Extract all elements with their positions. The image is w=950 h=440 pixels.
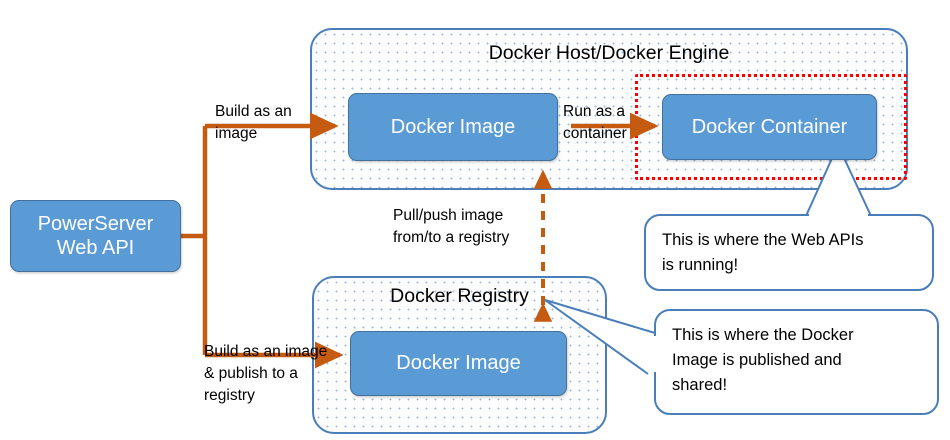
powerserver-trunk [181, 126, 208, 355]
docker-container-label: Docker Container [691, 115, 848, 138]
label-build-and-publish: Build as an image & publish to a registr… [204, 343, 328, 404]
callout-image-published: This is where the Docker Image is publis… [654, 309, 939, 415]
group-docker-registry-title: Docker Registry [390, 285, 529, 307]
powerserver-label-line2: Web API [56, 237, 135, 259]
powerserver-label-line1: PowerServer [37, 212, 154, 235]
node-docker-image-host[interactable]: Docker Image [348, 93, 558, 161]
node-powerserver-web-api[interactable]: PowerServer Web API [10, 200, 181, 272]
docker-image-host-label: Docker Image [390, 115, 516, 138]
group-docker-host-title: Docker Host/Docker Engine [488, 42, 730, 64]
callout-tail-image-published [544, 299, 656, 375]
label-build-as-image: Build as an image [215, 103, 292, 142]
node-docker-container[interactable]: Docker Container [662, 94, 877, 160]
label-run-as-container: Run as a container [563, 103, 627, 142]
docker-image-registry-label: Docker Image [396, 352, 521, 375]
callout-tail-mask-web-api [809, 211, 868, 218]
label-pull-push-image: Pull/push image from/to a registry [393, 207, 510, 246]
node-docker-image-registry[interactable]: Docker Image [350, 331, 567, 396]
callout-web-api-running: This is where the Web APIs is running! [644, 214, 934, 291]
callout-tail-mask-image [651, 336, 658, 372]
